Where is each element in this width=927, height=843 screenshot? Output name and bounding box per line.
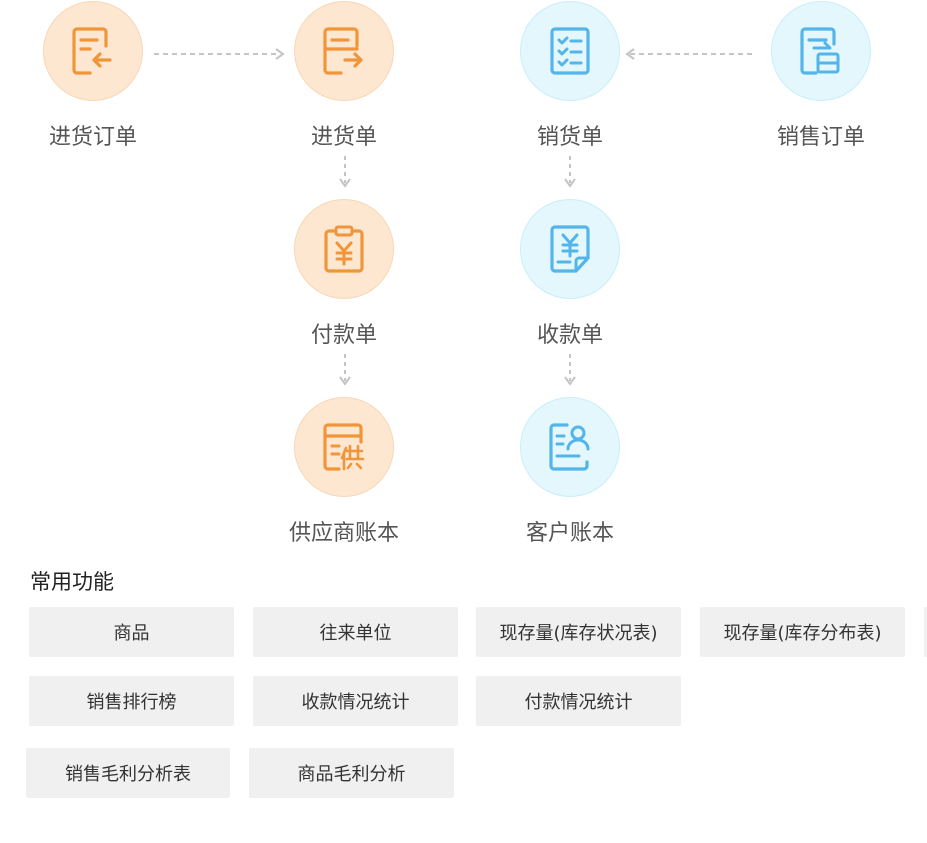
stock-distribution-button[interactable]: 现存量(库存分布表)	[700, 607, 905, 657]
sales-margin-button[interactable]: 销售毛利分析表	[26, 748, 230, 798]
customer-ledger-label: 客户账本	[525, 521, 614, 546]
clipboard-yuan-icon	[324, 225, 364, 273]
purchase-receipt-circle	[294, 1, 394, 101]
arrow-down-icon	[339, 156, 351, 188]
receipt-circle	[520, 199, 620, 299]
contacts-button[interactable]: 往来单位	[253, 607, 458, 657]
arrow-down-icon	[339, 354, 351, 386]
supplier-ledger-label: 供应商账本	[288, 521, 399, 546]
node-receipt[interactable]: 收款单	[505, 199, 635, 349]
node-purchase-receipt[interactable]: 进货单	[279, 1, 409, 151]
document-transfer-icon	[800, 27, 840, 75]
customer-book-icon	[549, 423, 590, 471]
node-supplier-ledger[interactable]: 供应商账本	[279, 397, 409, 547]
node-payment[interactable]: 付款单	[279, 199, 409, 349]
supplier-book-icon	[323, 423, 365, 471]
goods-margin-button[interactable]: 商品毛利分析	[249, 748, 454, 798]
sales-ranking-button[interactable]: 销售排行榜	[29, 676, 234, 726]
sales-receipt-label: 销货单	[536, 125, 603, 150]
payment-stats-button[interactable]: 付款情况统计	[476, 676, 681, 726]
arrow-down-icon	[564, 156, 576, 188]
sales-order-circle	[771, 1, 871, 101]
supplier-ledger-circle	[294, 397, 394, 497]
purchase-receipt-label: 进货单	[310, 125, 377, 150]
arrow-right-icon	[154, 48, 285, 60]
receipt-label: 收款单	[536, 323, 603, 348]
node-sales-receipt[interactable]: 销货单	[505, 1, 635, 151]
purchase-order-circle	[43, 1, 143, 101]
checklist-icon	[550, 27, 590, 75]
document-arrow-out-icon	[323, 27, 363, 75]
goods-button[interactable]: 商品	[29, 607, 234, 657]
purchase-order-label: 进货订单	[48, 125, 137, 150]
sales-receipt-circle	[520, 1, 620, 101]
next-button-edge	[924, 607, 927, 657]
document-yuan-icon	[550, 225, 590, 273]
arrow-left-icon	[625, 48, 756, 60]
document-arrow-in-icon	[72, 27, 112, 75]
receipt-stats-button[interactable]: 收款情况统计	[253, 676, 458, 726]
stock-status-button[interactable]: 现存量(库存状况表)	[476, 607, 681, 657]
node-purchase-order[interactable]: 进货订单	[28, 1, 158, 151]
section-title: 常用功能	[30, 570, 114, 594]
customer-ledger-circle	[520, 397, 620, 497]
node-sales-order[interactable]: 销售订单	[756, 1, 886, 151]
arrow-down-icon	[564, 354, 576, 386]
node-customer-ledger[interactable]: 客户账本	[505, 397, 635, 547]
payment-label: 付款单	[310, 323, 377, 348]
sales-order-label: 销售订单	[776, 125, 865, 150]
payment-circle	[294, 199, 394, 299]
